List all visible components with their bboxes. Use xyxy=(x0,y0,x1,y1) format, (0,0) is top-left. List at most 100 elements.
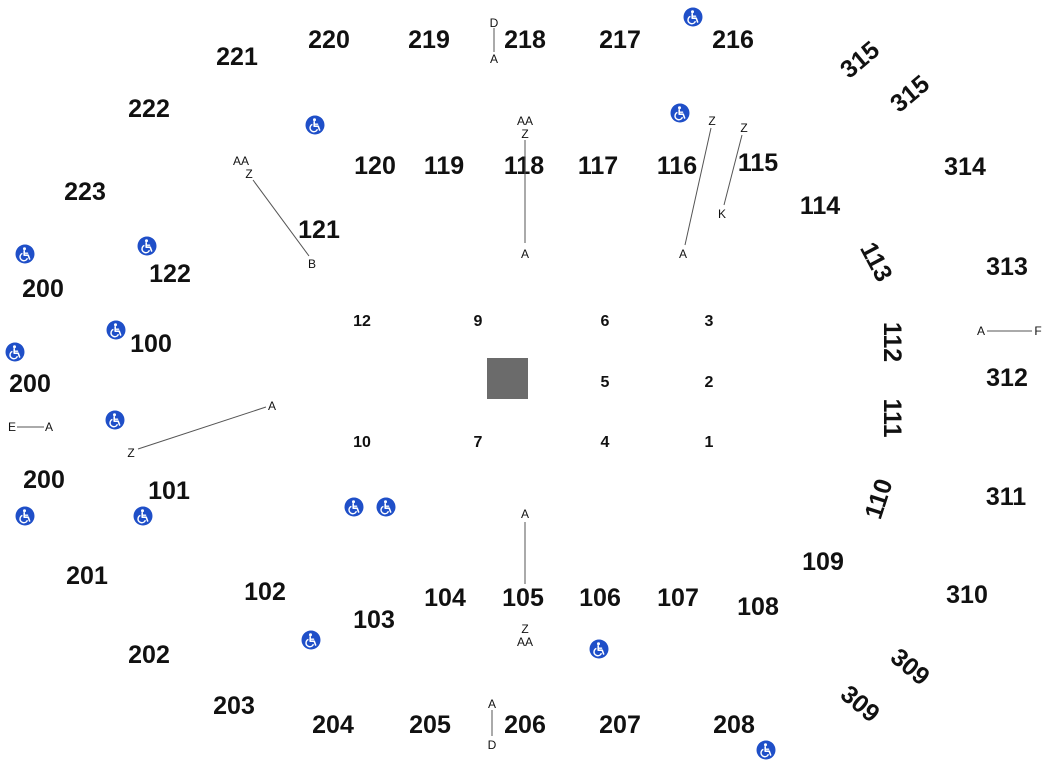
wheelchair-icon[interactable] xyxy=(14,243,36,265)
row-label: Z xyxy=(740,121,747,135)
wheelchair-icon[interactable] xyxy=(105,319,127,341)
section-314[interactable]: 314 xyxy=(944,153,986,181)
wheelchair-icon[interactable] xyxy=(4,341,26,363)
floor-section-4[interactable]: 4 xyxy=(601,434,610,451)
section-206[interactable]: 206 xyxy=(504,711,546,739)
accessible-seating xyxy=(4,6,777,761)
section-207[interactable]: 207 xyxy=(599,711,641,739)
wheelchair-icon[interactable] xyxy=(669,102,691,124)
section-311[interactable]: 311 xyxy=(986,483,1026,511)
section-221[interactable]: 221 xyxy=(216,43,258,71)
section-309-a[interactable]: 309 xyxy=(885,643,935,691)
section-119[interactable]: 119 xyxy=(424,152,464,180)
section-118[interactable]: 118 xyxy=(504,152,544,180)
section-313[interactable]: 313 xyxy=(986,253,1028,281)
floor-section-10[interactable]: 10 xyxy=(353,434,371,451)
section-107[interactable]: 107 xyxy=(657,584,699,612)
section-201[interactable]: 201 xyxy=(66,562,108,590)
section-220[interactable]: 220 xyxy=(308,26,350,54)
row-label: AA xyxy=(517,635,533,649)
wheelchair-icon[interactable] xyxy=(136,235,158,257)
section-104[interactable]: 104 xyxy=(424,584,466,612)
wheelchair-icon[interactable] xyxy=(343,496,365,518)
section-100[interactable]: 100 xyxy=(130,330,172,358)
floor-section-12[interactable]: 12 xyxy=(353,313,371,330)
row-label: D xyxy=(488,738,497,752)
section-114[interactable]: 114 xyxy=(800,192,840,220)
section-113[interactable]: 113 xyxy=(854,238,898,287)
wheelchair-icon[interactable] xyxy=(132,505,154,527)
row-label: A xyxy=(521,247,529,261)
row-label: E xyxy=(8,420,16,434)
section-315-a[interactable]: 315 xyxy=(835,36,885,84)
floor-section-9[interactable]: 9 xyxy=(474,313,483,330)
section-106[interactable]: 106 xyxy=(579,584,621,612)
section-121[interactable]: 121 xyxy=(298,216,340,244)
wheelchair-icon[interactable] xyxy=(588,638,610,660)
wheelchair-icon[interactable] xyxy=(682,6,704,28)
floor: 12 9 6 3 5 2 10 7 4 1 xyxy=(353,313,713,451)
floor-section-3[interactable]: 3 xyxy=(705,313,714,330)
section-115[interactable]: 115 xyxy=(738,149,778,177)
section-103[interactable]: 103 xyxy=(353,606,395,634)
section-223[interactable]: 223 xyxy=(64,178,106,206)
wheelchair-icon[interactable] xyxy=(755,739,777,761)
section-208[interactable]: 208 xyxy=(713,711,755,739)
row-label: A xyxy=(268,399,276,413)
row-label: Z xyxy=(521,622,528,636)
section-108[interactable]: 108 xyxy=(737,593,779,621)
section-222[interactable]: 222 xyxy=(128,95,170,123)
section-217[interactable]: 217 xyxy=(599,26,641,54)
section-204[interactable]: 204 xyxy=(312,711,354,739)
section-200-upper[interactable]: 200 xyxy=(22,275,64,303)
row-label: Z xyxy=(521,127,528,141)
row-label: Z xyxy=(708,114,715,128)
row-label: Z xyxy=(127,446,134,460)
section-101[interactable]: 101 xyxy=(148,477,190,505)
section-315-b[interactable]: 315 xyxy=(885,70,935,118)
wheelchair-icon[interactable] xyxy=(300,629,322,651)
floor-section-6[interactable]: 6 xyxy=(601,313,610,330)
row-line-121 xyxy=(252,179,310,257)
floor-section-5[interactable]: 5 xyxy=(601,374,610,391)
wheelchair-icon[interactable] xyxy=(14,505,36,527)
row-label: A xyxy=(490,52,498,66)
section-110[interactable]: 110 xyxy=(859,475,898,522)
section-112[interactable]: 112 xyxy=(878,322,906,362)
section-205[interactable]: 205 xyxy=(409,711,451,739)
section-200-middle[interactable]: 200 xyxy=(9,370,51,398)
level-200: 221 220 219 218 217 216 222 223 200 200 … xyxy=(9,26,755,739)
section-117[interactable]: 117 xyxy=(578,152,618,180)
section-310[interactable]: 310 xyxy=(946,581,988,609)
floor-section-2[interactable]: 2 xyxy=(705,374,714,391)
section-312[interactable]: 312 xyxy=(986,364,1028,392)
row-label: A xyxy=(679,247,687,261)
wheelchair-icon[interactable] xyxy=(375,496,397,518)
wheelchair-icon[interactable] xyxy=(104,409,126,431)
section-120[interactable]: 120 xyxy=(354,152,396,180)
section-218[interactable]: 218 xyxy=(504,26,546,54)
section-105[interactable]: 105 xyxy=(502,584,544,612)
stage-block xyxy=(487,358,528,399)
row-label: A xyxy=(521,507,529,521)
section-200-lower[interactable]: 200 xyxy=(23,466,65,494)
floor-section-1[interactable]: 1 xyxy=(705,434,714,451)
section-109[interactable]: 109 xyxy=(802,548,844,576)
row-label: F xyxy=(1034,324,1041,338)
section-111[interactable]: 111 xyxy=(878,399,906,438)
row-line-116 xyxy=(684,127,712,246)
wheelchair-icon[interactable] xyxy=(304,114,326,136)
section-309-b[interactable]: 309 xyxy=(835,680,885,728)
section-122[interactable]: 122 xyxy=(149,260,191,288)
floor-section-7[interactable]: 7 xyxy=(474,434,483,451)
row-label: AA xyxy=(517,114,533,128)
row-line-101 xyxy=(137,406,267,450)
section-203[interactable]: 203 xyxy=(213,692,255,720)
row-label: K xyxy=(718,207,726,221)
section-216[interactable]: 216 xyxy=(712,26,754,54)
section-219[interactable]: 219 xyxy=(408,26,450,54)
section-116[interactable]: 116 xyxy=(657,152,697,180)
section-202[interactable]: 202 xyxy=(128,641,170,669)
section-102[interactable]: 102 xyxy=(244,578,286,606)
